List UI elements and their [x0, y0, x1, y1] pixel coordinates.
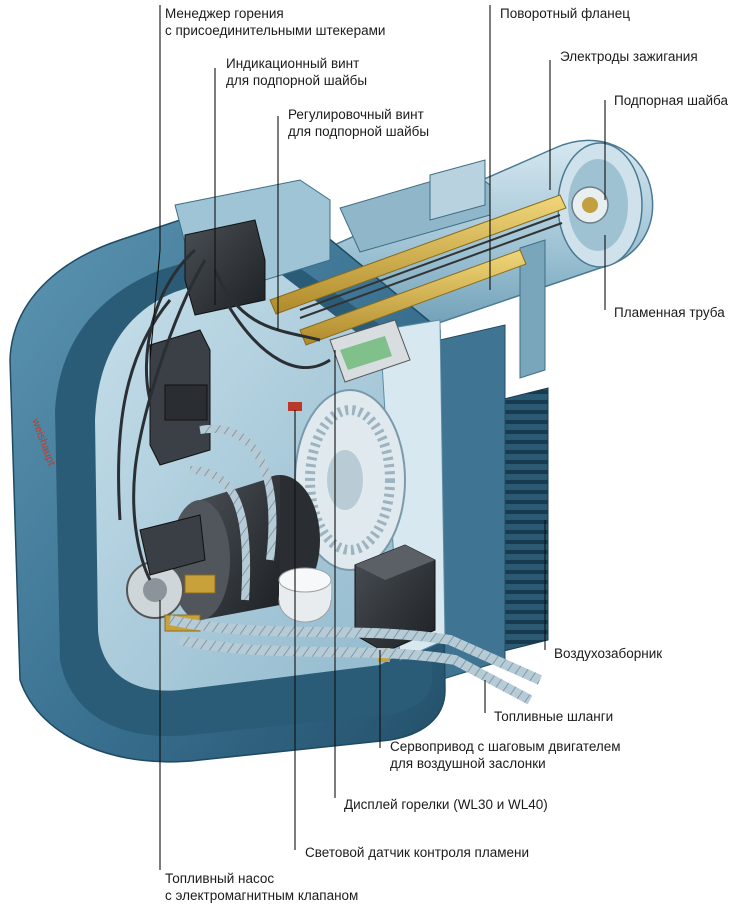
label-fuel-hoses: Топливные шланги: [494, 709, 614, 724]
oil-hoses: [168, 424, 543, 705]
label-air-intake: Воздухозаборник: [554, 646, 663, 661]
label-ignition-electrodes: Электроды зажигания: [560, 49, 698, 64]
flame-sensor: [288, 402, 302, 411]
rotary-flange: [339, 159, 546, 379]
burner-display: [329, 319, 411, 383]
air-intake: [439, 324, 549, 681]
leader-lines: [149, 5, 606, 870]
label-baffle-disc: Подпорная шайба: [614, 93, 728, 108]
fan-wheel: [294, 389, 406, 571]
label-flame-sensor: Световой датчик контроля пламени: [305, 845, 530, 860]
label-fuel-pump: Топливный насос с электромагнитным клапа…: [165, 871, 359, 903]
capacitor: [278, 567, 332, 623]
label-indicator-screw: Индикационный винт для подпорной шайбы: [226, 56, 368, 88]
label-flame-tube: Пламенная труба: [614, 305, 725, 320]
nozzle-assembly: [269, 194, 567, 346]
label-rotary-flange: Поворотный фланец: [500, 6, 630, 21]
combustion-manager: [149, 219, 266, 466]
label-burner-display: Дисплей горелки (WL30 и WL40): [344, 797, 548, 812]
label-combustion-manager: Менеджер горения с присоединительными шт…: [165, 6, 386, 38]
cables: [116, 248, 331, 581]
label-servo-motor: Сервопривод с шаговым двигателем для воз…: [390, 739, 621, 771]
label-adjust-screw: Регулировочный винт для подпорной шайбы: [288, 107, 430, 139]
